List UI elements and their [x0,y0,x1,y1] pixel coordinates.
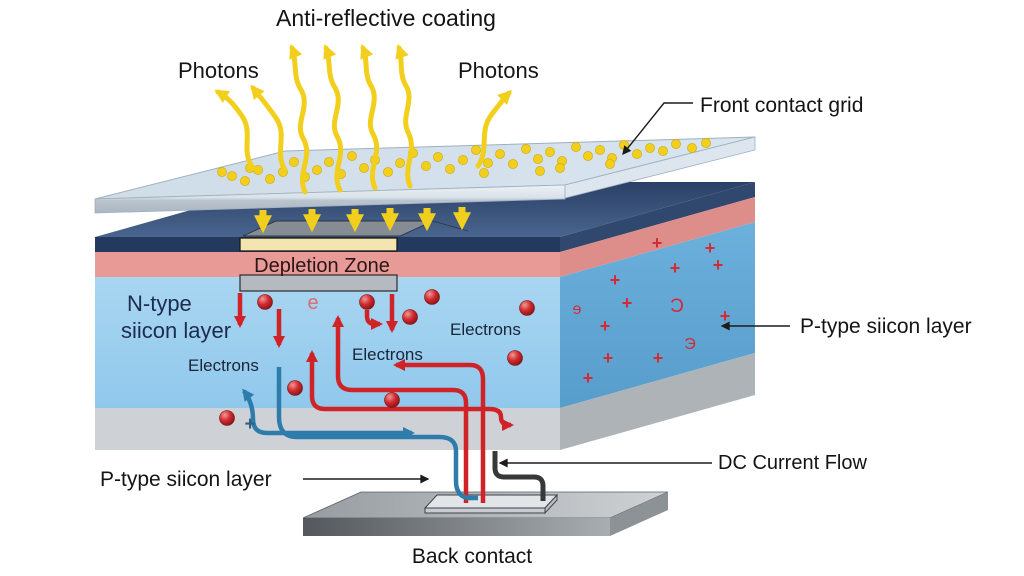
front-grid-plate-front-edge [94,184,566,214]
photon-arrows-down [254,207,471,234]
photon-dot [421,161,431,171]
n-type-layer-label-line1: N-type [127,291,192,316]
depletion-zone-front-face [95,252,560,277]
depletion-zone-side-face [560,197,755,277]
p-type-hole-symbol: + [670,258,681,278]
photon-dot [583,151,593,161]
electrons-right-label: Electrons [450,320,521,339]
photon-dot [671,139,681,149]
electron-spheres-group [219,289,535,426]
front-grid-plate-right-edge [564,136,756,199]
photon-dot [645,143,655,153]
front-contact-strip [239,237,398,252]
p-type-layer-right-label: P-type siicon layer [800,315,972,338]
photon-dot [535,166,545,176]
p-type-bottom-side-face [560,353,755,450]
depletion-lower-contact [239,274,398,292]
photon-arrows-up [214,44,512,195]
electron-sphere [424,289,440,305]
photon-dot [227,171,237,181]
photon-dot [555,163,565,173]
photon-dot [495,149,505,159]
p-type-hole-symbol: + [600,316,611,336]
photon-dot [359,163,369,173]
photon-dot [521,144,531,154]
p-type-hole-symbol: + [610,270,621,290]
p-type-bottom-front-face [95,408,560,450]
photon-dot [483,158,493,168]
hole-plus-symbol: + [244,414,255,435]
photon-dot [632,149,642,159]
photons-left-label: Photons [178,58,259,83]
p-type-hole-symbol: + [583,368,594,388]
photon-dot [383,167,393,177]
p-type-hole-symbol: ɘ [573,301,582,318]
photon-dot [479,168,489,178]
electron-sphere [402,309,418,325]
electron-sphere [257,294,273,310]
anti-reflective-coating-label: Anti-reflective coating [276,5,496,31]
electron-sphere [519,300,535,316]
dc-current-flow-label: DC Current Flow [718,452,867,474]
photon-dot [433,152,443,162]
photon-dot [312,165,322,175]
electron-sphere [507,350,523,366]
p-type-hole-symbol: + [652,233,663,253]
photon-dot [347,151,357,161]
electrons-left-label: Electrons [188,356,259,375]
photon-dot [240,176,250,186]
back-contact-pad [423,493,559,515]
p-type-layer-side-face [560,222,755,408]
p-type-layer-bottom-label: P-type siicon layer [100,468,272,491]
p-type-hole-symbol: Э [684,336,696,353]
p-type-hole-symbol: + [603,348,614,368]
n-type-layer-label-line2: siicon layer [121,318,231,343]
photon-dot [445,164,455,174]
photon-dot [471,145,481,155]
photons-right-label: Photons [458,58,539,83]
electron-e-symbol: e [307,292,318,314]
back-contact-label: Back contact [412,545,532,568]
photon-dot [545,147,555,157]
photon-dot [687,143,697,153]
photon-dot [595,145,605,155]
electrons-middle-label: Electrons [352,345,423,364]
photon-dot [458,155,468,165]
photon-dot [265,174,275,184]
n-contact-top-plate [242,220,434,237]
photon-dot [605,159,615,169]
cell-navy-side-face [560,182,755,252]
front-contact-grid-leader [622,102,693,156]
photon-dot [571,142,581,152]
front-contact-grid-label: Front contact grid [700,94,863,117]
p-type-hole-symbol: + [705,238,716,258]
electron-sphere [359,294,375,310]
label-leader-lines [303,102,790,484]
photon-dot [217,167,227,177]
photon-dot [289,157,299,167]
n-type-front-symbols-group: e+ [244,292,318,435]
depletion-zone-label: Depletion Zone [254,255,390,277]
dc-wire-black [492,451,546,501]
electron-sphere [287,380,303,396]
photon-dot [701,138,711,148]
p-type-hole-symbol: Ɔ [670,296,684,317]
photon-dot [508,159,518,169]
p-type-hole-symbol: + [653,348,664,368]
photon-dots-group [217,138,711,186]
photon-dot [324,157,334,167]
electron-sphere [384,392,400,408]
p-type-hole-symbol: + [622,293,633,313]
p-type-hole-symbol: + [720,306,731,326]
photon-dot [533,154,543,164]
photon-dot [658,146,668,156]
electron-sphere [219,410,235,426]
p-type-hole-symbol: + [713,255,724,275]
electron-flow-blue [242,367,478,501]
photon-dot [395,158,405,168]
